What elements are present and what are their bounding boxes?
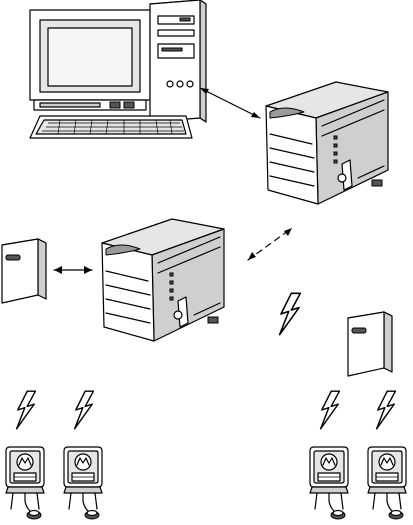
lightning-icon-center (280, 293, 301, 334)
lightning-icon-1 (17, 391, 36, 429)
lightning-icon-4 (377, 391, 396, 429)
radio-unit-icon-1 (6, 447, 44, 519)
cabinet-icon-top (266, 82, 388, 204)
link-box-to-controller (54, 266, 92, 274)
link-pc-to-controller (200, 88, 260, 118)
lightning-icon-2 (75, 391, 94, 429)
radio-unit-icon-2 (64, 447, 102, 519)
link-controller-dashed (248, 228, 292, 260)
radio-unit-icon-3 (310, 447, 348, 519)
wall-box-icon-right (348, 312, 392, 376)
cabinet-icon-middle (102, 219, 224, 341)
computer-icon (30, 0, 206, 138)
wall-box-icon-left (2, 239, 46, 303)
radio-unit-icon-4 (368, 447, 406, 519)
lightning-icon-3 (321, 391, 340, 429)
